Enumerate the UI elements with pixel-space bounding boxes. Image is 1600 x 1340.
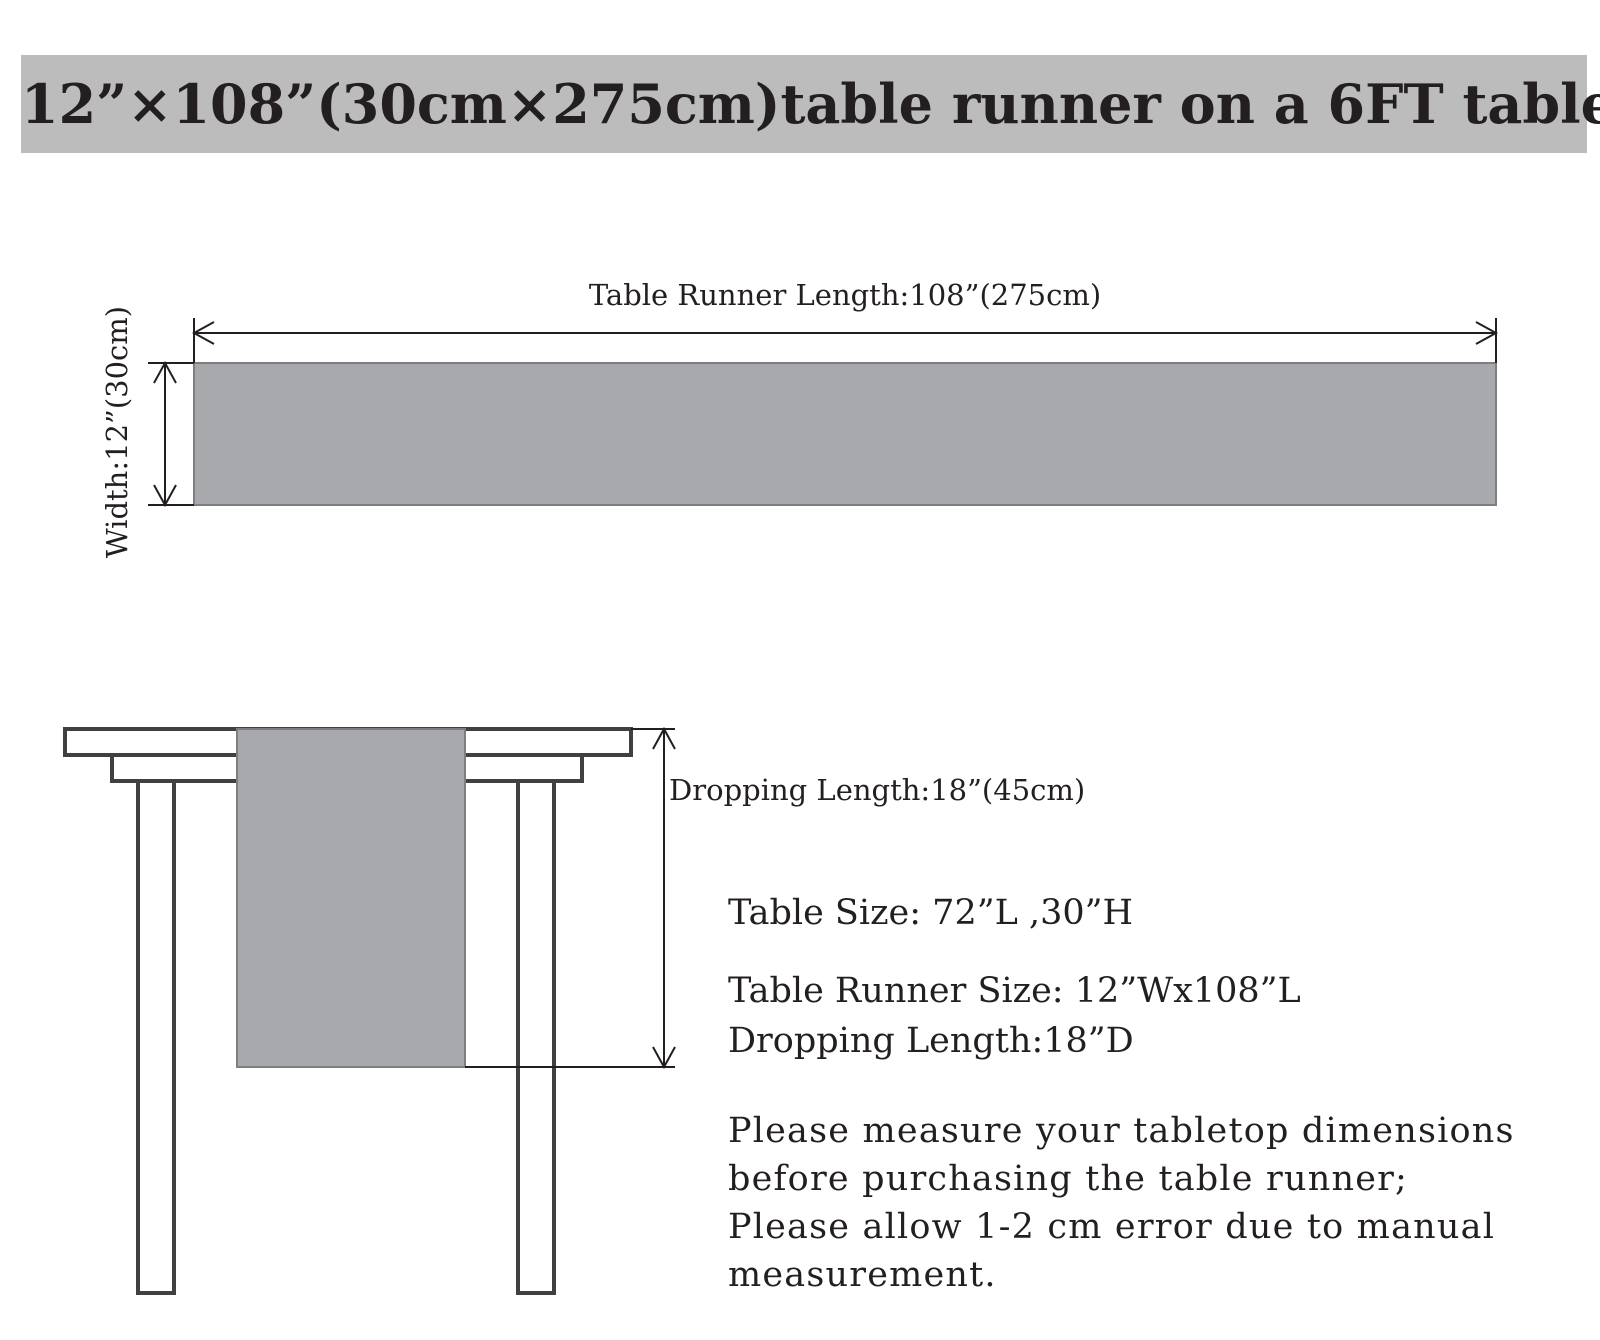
title-banner: 12”×108”(30cm×275cm)table runner on a 6F…	[21, 55, 1600, 153]
dropping-length-text: Dropping Length:18”D	[728, 1021, 1134, 1061]
runner-top-rect	[193, 362, 1497, 506]
side-view: Dropping Length:18”(45cm)	[63, 726, 1085, 1295]
page-title: 12”×108”(30cm×275cm)table runner on a 6F…	[21, 72, 1600, 136]
table-size-text: Table Size: 72”L ,30”H	[728, 893, 1134, 933]
table-leg-right	[516, 779, 556, 1295]
note-line-1: Please measure your tabletop dimensions	[728, 1111, 1515, 1151]
table-leg-left	[136, 779, 176, 1295]
dropping-label: Dropping Length:18”(45cm)	[669, 773, 1085, 807]
top-view: Table Runner Length:108”(275cm) Width:12…	[100, 278, 1499, 558]
width-dimension-arrow	[148, 360, 194, 508]
runner-drop	[236, 728, 466, 1068]
note-line-4: measurement.	[728, 1255, 997, 1295]
runner-size-text: Table Runner Size: 12”Wx108”L	[728, 971, 1301, 1011]
note-line-3: Please allow 1-2 cm error due to manual	[728, 1207, 1496, 1247]
length-dimension-arrow	[191, 318, 1499, 363]
length-label: Table Runner Length:108”(275cm)	[589, 278, 1101, 312]
note-line-2: before purchasing the table runner;	[728, 1159, 1409, 1199]
width-label: Width:12”(30cm)	[100, 306, 134, 558]
dropping-dimension-arrow	[465, 726, 676, 1070]
